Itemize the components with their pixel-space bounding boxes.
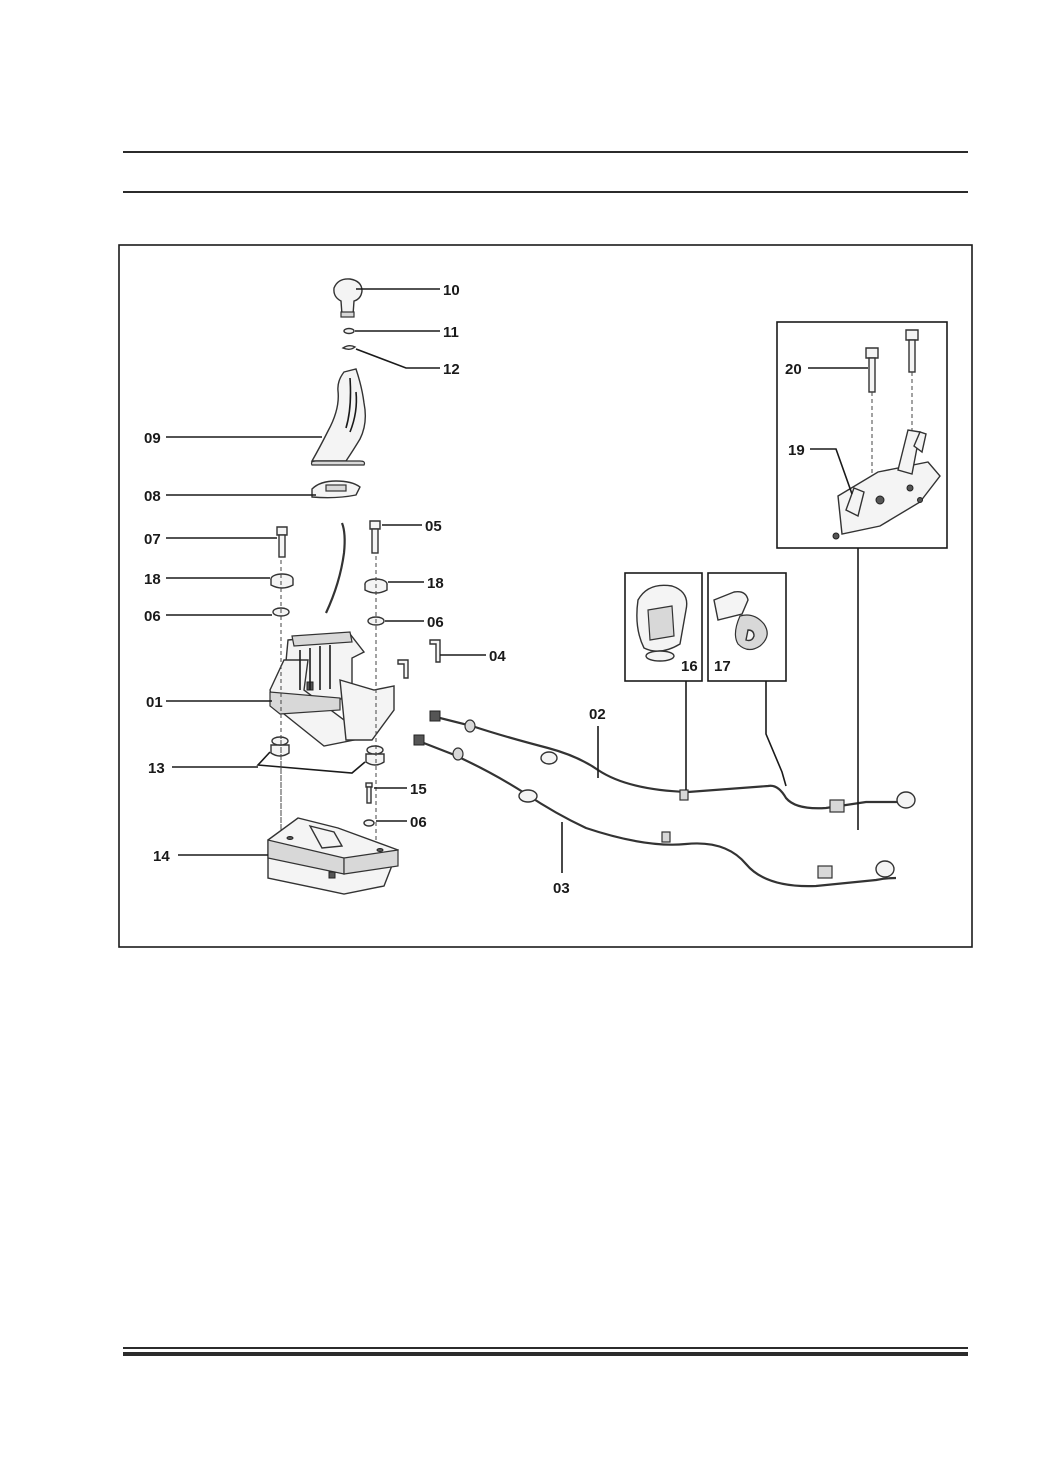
cable-bracket <box>832 429 941 540</box>
short-bolt <box>905 329 919 373</box>
mounting-bracket <box>267 817 399 895</box>
washer-lower <box>363 819 375 827</box>
diagram-frame <box>118 244 973 948</box>
shift-cable-lower <box>413 734 897 888</box>
label-part-07: 07 <box>144 531 161 548</box>
detail-box-clip-b <box>707 572 787 682</box>
label-part-04: 04 <box>489 648 506 665</box>
shift-boot <box>310 368 367 466</box>
isolator-left <box>270 736 290 757</box>
label-part-05: 05 <box>425 518 442 535</box>
label-part-02: 02 <box>589 706 606 723</box>
spring-clip <box>341 345 357 350</box>
bolt-right <box>369 520 381 554</box>
bushing-left <box>270 573 294 589</box>
long-bolt <box>865 347 879 393</box>
detail-box-bracket <box>776 321 948 549</box>
label-part-20: 20 <box>785 361 802 378</box>
header-rule-bottom <box>123 191 968 193</box>
label-part-18-left: 18 <box>144 571 161 588</box>
label-part-06-lower: 06 <box>410 814 427 831</box>
detail-box-clip-a <box>624 572 703 682</box>
label-part-06-left: 06 <box>144 608 161 625</box>
footer-rule-thick <box>123 1352 968 1356</box>
label-part-01: 01 <box>146 694 163 711</box>
label-part-06-right: 06 <box>427 614 444 631</box>
label-part-10: 10 <box>443 282 460 299</box>
label-part-13: 13 <box>148 760 165 777</box>
gear-shift-assembly <box>269 522 395 747</box>
small-bolt <box>365 782 373 804</box>
cable-clip-detail-a <box>636 584 688 662</box>
cable-clips <box>397 639 441 679</box>
header-rule-top <box>123 151 968 153</box>
label-part-16: 16 <box>681 658 698 675</box>
trim-bezel <box>311 480 361 499</box>
label-part-18-right: 18 <box>427 575 444 592</box>
isolator-right <box>365 745 385 766</box>
footer-rule-thin <box>123 1347 968 1349</box>
label-part-12: 12 <box>443 361 460 378</box>
label-part-11: 11 <box>443 324 459 341</box>
label-part-15: 15 <box>410 781 427 798</box>
cable-clip-detail-b <box>713 590 768 651</box>
label-part-19: 19 <box>788 442 805 459</box>
bolt-left <box>276 526 288 558</box>
shift-cable-upper <box>429 710 916 813</box>
shift-knob <box>333 278 363 318</box>
label-part-17: 17 <box>714 658 731 675</box>
label-part-14: 14 <box>153 848 170 865</box>
label-part-03: 03 <box>553 880 570 897</box>
label-part-08: 08 <box>144 488 161 505</box>
label-part-09: 09 <box>144 430 161 447</box>
retaining-clip <box>343 327 355 335</box>
